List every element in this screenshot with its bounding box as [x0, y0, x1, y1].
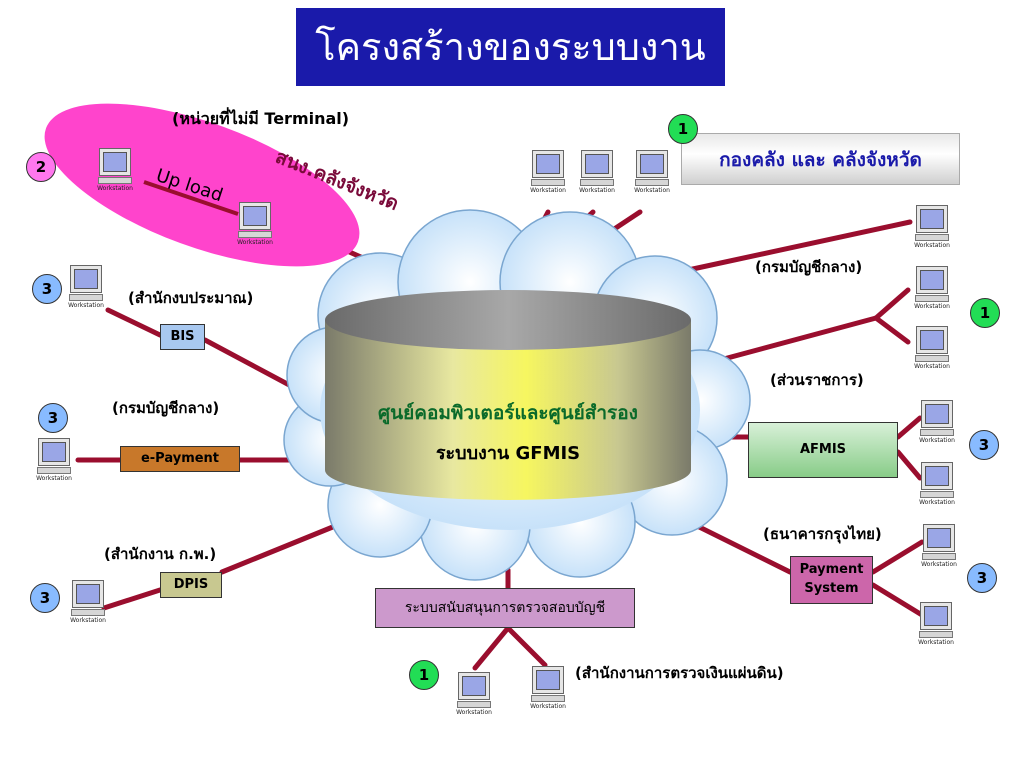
- dpis-box: DPIS: [160, 572, 222, 598]
- workstation-icon: Workstation: [628, 150, 676, 195]
- badge-upload: 2: [26, 152, 56, 182]
- center-line2: ระบบงาน GFMIS: [435, 443, 581, 464]
- audit-support-box: ระบบสนับสนุนการตรวจสอบบัญชี: [375, 588, 635, 628]
- workstation-icon: Workstation: [524, 666, 572, 711]
- payment-system-box: Payment System: [790, 556, 873, 604]
- workstation-icon: Workstation: [450, 672, 498, 717]
- workstation-icon: Workstation: [908, 326, 956, 371]
- label-oag: (สำนักงานการตรวจเงินแผ่นดิน): [575, 664, 784, 682]
- badge-finance-division: 1: [668, 114, 698, 144]
- workstation-icon: Workstation: [908, 266, 956, 311]
- upload-ellipse: [44, 103, 360, 267]
- workstation-icon: Workstation: [573, 150, 621, 195]
- badge-epayment: 3: [38, 403, 68, 433]
- payment-system-line2: System: [804, 581, 859, 596]
- workstation-icon: Workstation: [915, 524, 963, 569]
- workstation-icon: Workstation: [30, 438, 78, 483]
- badge-dpis: 3: [30, 583, 60, 613]
- center-line1: ศูนย์คอมพิวเตอร์และศูนย์สำรอง: [378, 402, 638, 424]
- badge-agencies: 1: [970, 298, 1000, 328]
- workstation-icon: Workstation: [524, 150, 572, 195]
- label-comptroller-left: (กรมบัญชีกลาง): [112, 399, 220, 417]
- label-ocsc: (สำนักงาน ก.พ.): [104, 545, 217, 563]
- finance-division-header: กองคลัง และ คลังจังหวัด: [681, 133, 960, 185]
- label-comptroller-right: (กรมบัญชีกลาง): [755, 258, 863, 276]
- workstation-icon: Workstation: [913, 400, 961, 445]
- label-agencies: (ส่วนราชการ): [770, 371, 864, 389]
- upload-link-line: [143, 180, 239, 216]
- label-ktb: (ธนาคารกรุงไทย): [763, 525, 882, 543]
- badge-oag: 1: [409, 660, 439, 690]
- badge-afmis: 3: [969, 430, 999, 460]
- workstation-icon: Workstation: [231, 202, 279, 247]
- bis-box: BIS: [160, 324, 205, 350]
- workstation-icon: Workstation: [913, 462, 961, 507]
- epayment-box: e-Payment: [120, 446, 240, 472]
- workstation-icon: Workstation: [912, 602, 960, 647]
- workstation-icon: Workstation: [62, 265, 110, 310]
- afmis-box: AFMIS: [748, 422, 898, 478]
- database-cylinder: [325, 290, 691, 500]
- workstation-icon: Workstation: [64, 580, 112, 625]
- payment-system-line1: Payment: [799, 562, 864, 577]
- workstation-icon: Workstation: [908, 205, 956, 250]
- badge-bis: 3: [32, 274, 62, 304]
- page-title: โครงสร้างของระบบงาน: [296, 8, 725, 86]
- workstation-icon: Workstation: [91, 148, 139, 193]
- badge-payment: 3: [967, 563, 997, 593]
- no-terminal-note: (หน่วยที่ไม่มี Terminal): [172, 109, 350, 128]
- label-budget-bureau: (สำนักงบประมาณ): [128, 289, 254, 307]
